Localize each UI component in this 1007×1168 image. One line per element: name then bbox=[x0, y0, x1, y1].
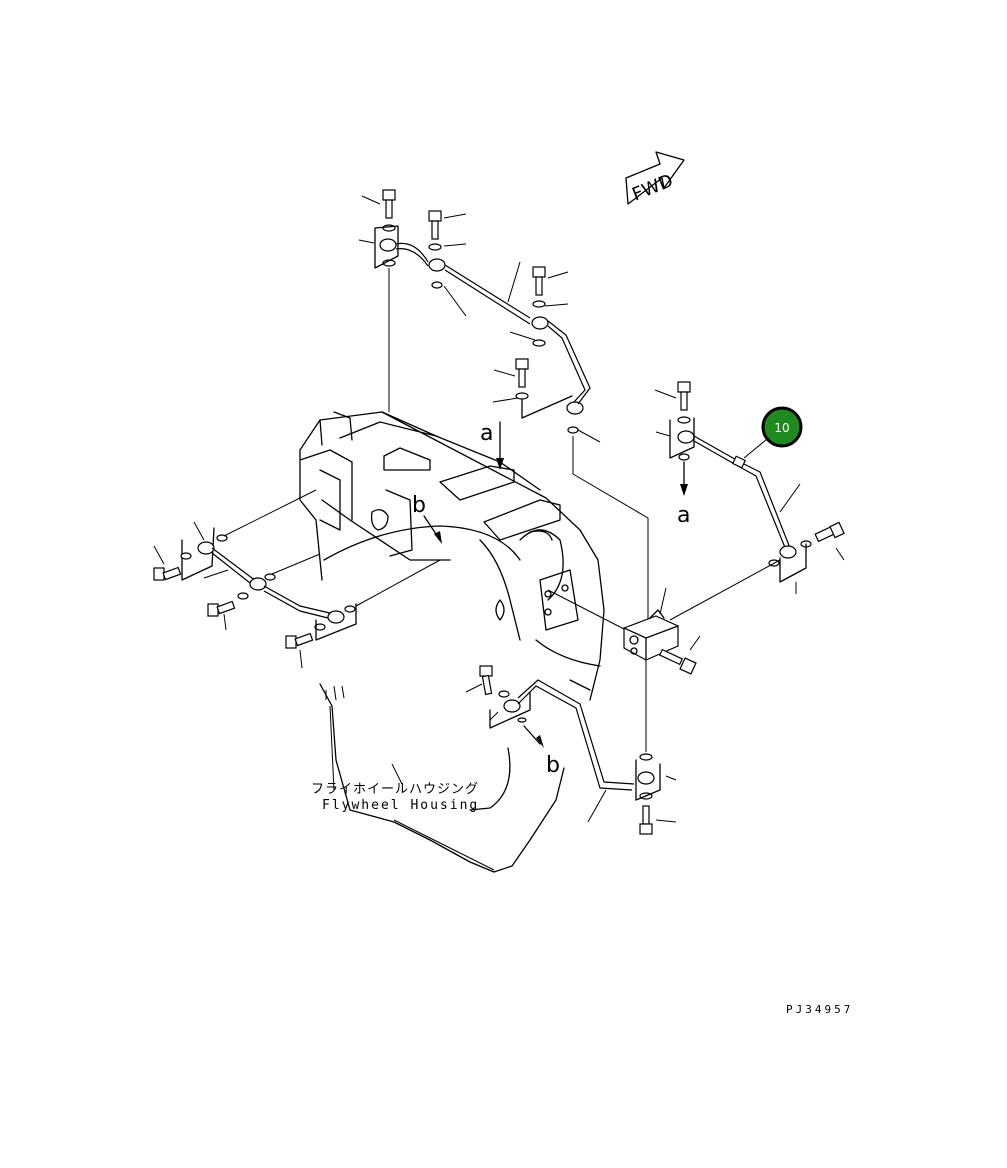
washer-icon bbox=[517, 717, 527, 723]
view-letter-a-top: a bbox=[480, 421, 493, 446]
view-letter-b-bottom: b bbox=[546, 753, 560, 778]
banjo-fitting-icon bbox=[779, 545, 797, 559]
washer-icon bbox=[216, 534, 228, 542]
bolt-icon bbox=[658, 648, 697, 675]
bracket bbox=[374, 225, 399, 269]
banjo-fitting-icon bbox=[249, 577, 267, 591]
flywheel-housing-label-jp: フライホイールハウジング bbox=[311, 782, 479, 797]
transmission-housing bbox=[299, 411, 605, 701]
bracket bbox=[315, 603, 357, 641]
washer-icon bbox=[428, 243, 442, 251]
callout-10-number: 10 bbox=[774, 421, 789, 435]
right-tube-assembly: 10 bbox=[654, 381, 845, 594]
fwd-label: FWD bbox=[629, 170, 676, 205]
washer-icon bbox=[237, 592, 249, 600]
tube bbox=[444, 264, 531, 325]
bolt-icon bbox=[207, 600, 236, 617]
bolt-icon bbox=[532, 266, 546, 296]
bracket bbox=[779, 543, 807, 583]
tube bbox=[547, 320, 591, 405]
bolt-icon bbox=[515, 358, 529, 388]
washer-icon bbox=[314, 623, 326, 631]
bracket bbox=[669, 417, 695, 459]
view-arrow-b-top: b bbox=[412, 493, 442, 544]
bracket bbox=[635, 759, 661, 801]
bolt-icon bbox=[285, 632, 314, 649]
banjo-fitting-icon bbox=[327, 610, 345, 624]
clamp-icon bbox=[731, 455, 747, 469]
tube bbox=[517, 679, 635, 791]
central-fitting-block bbox=[547, 559, 781, 752]
bolt-icon bbox=[677, 381, 691, 411]
banjo-fitting-icon bbox=[428, 258, 446, 272]
washer-icon bbox=[180, 552, 192, 560]
washer-icon bbox=[532, 339, 546, 347]
upper-tube-assembly bbox=[358, 189, 649, 620]
banjo-fitting-icon bbox=[637, 771, 655, 785]
bracket bbox=[489, 691, 531, 729]
banjo-fitting-icon bbox=[531, 316, 549, 330]
bolt-icon bbox=[479, 665, 493, 696]
view-letter-a-right: a bbox=[677, 503, 690, 528]
bolt-icon bbox=[428, 210, 442, 240]
washer-icon bbox=[344, 605, 356, 613]
washer-icon bbox=[431, 281, 443, 289]
flywheel-housing-label-en: Flywheel Housing bbox=[322, 798, 479, 813]
view-letter-b-top: b bbox=[412, 493, 426, 518]
bracket bbox=[521, 395, 573, 419]
banjo-fitting-icon bbox=[503, 699, 521, 713]
lower-tube-assembly: b bbox=[465, 665, 677, 835]
washer-icon bbox=[515, 392, 529, 400]
banjo-fitting-icon bbox=[566, 401, 584, 415]
flywheel-housing: フライホイールハウジング Flywheel Housing bbox=[311, 683, 565, 873]
bolt-icon bbox=[639, 805, 653, 835]
banjo-fitting-icon bbox=[197, 541, 215, 555]
drawing-code: PJ34957 bbox=[786, 1003, 853, 1016]
washer-icon bbox=[567, 426, 579, 434]
callout-10-badge bbox=[761, 406, 803, 448]
banjo-fitting-icon bbox=[677, 430, 695, 444]
fwd-arrow-icon: FWD bbox=[625, 151, 685, 205]
bolt-icon bbox=[153, 566, 182, 581]
washer-icon bbox=[532, 300, 546, 308]
view-arrow-a-right: a bbox=[677, 461, 690, 528]
banjo-fitting-icon bbox=[379, 238, 397, 252]
washer-icon bbox=[677, 416, 691, 424]
washer-icon bbox=[264, 573, 276, 581]
washer-icon bbox=[639, 753, 653, 761]
bolt-icon bbox=[814, 521, 845, 543]
left-tube-assembly bbox=[153, 489, 441, 669]
bolt-icon bbox=[382, 189, 396, 219]
tube bbox=[693, 435, 791, 551]
tube bbox=[263, 585, 335, 620]
washer-icon bbox=[498, 690, 510, 698]
washer-icon bbox=[678, 453, 690, 461]
